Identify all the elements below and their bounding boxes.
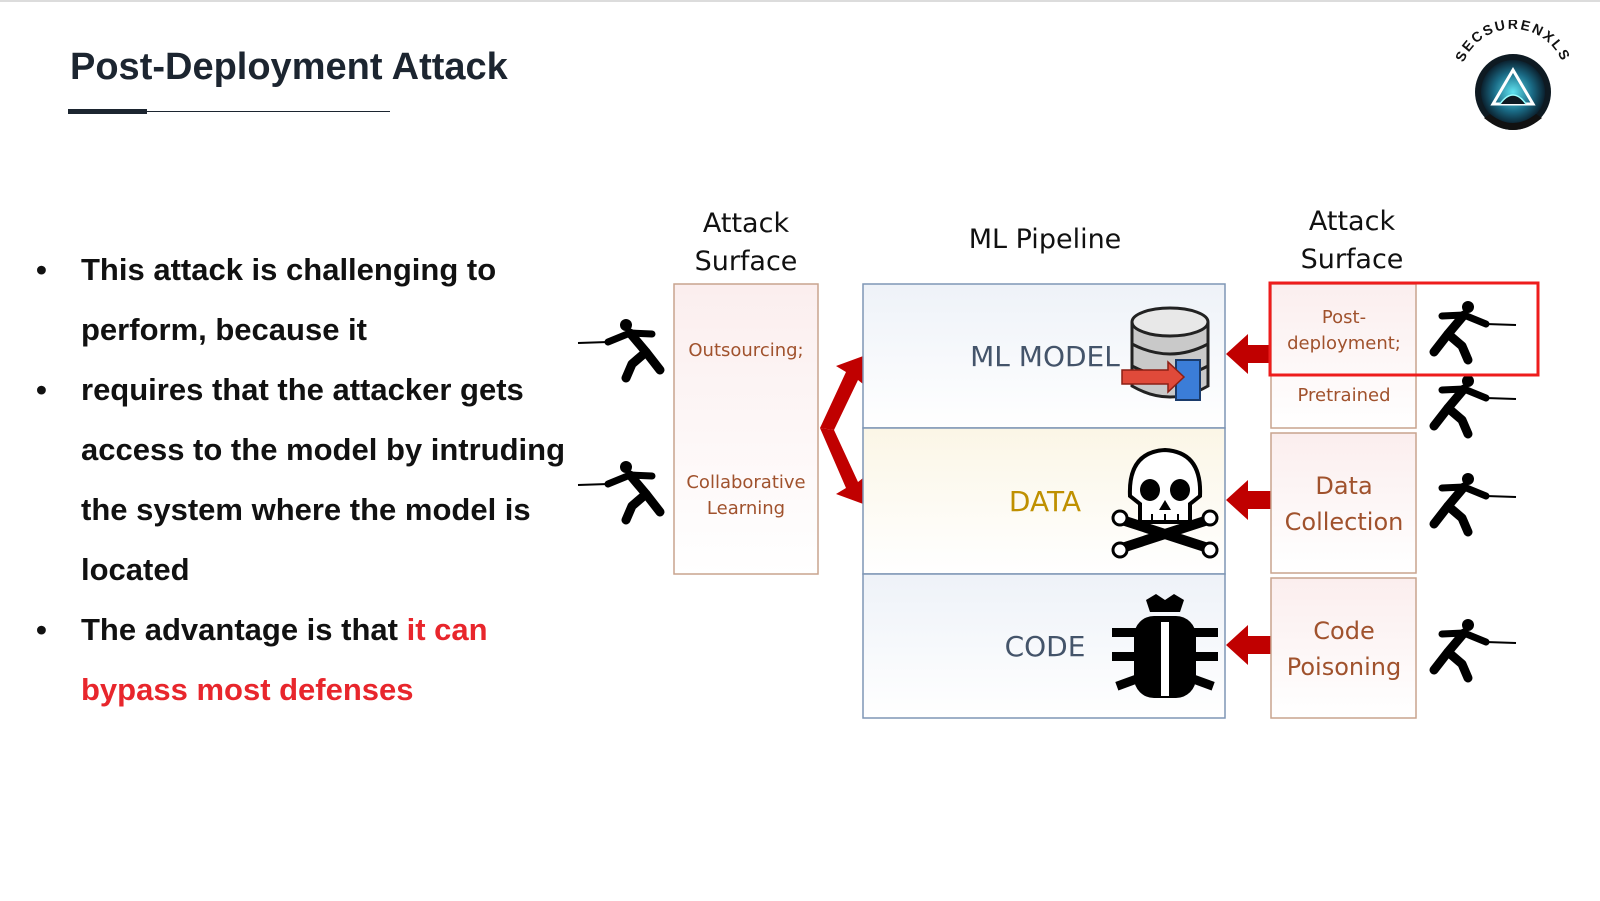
left-surface-title-line2: Surface [695, 246, 798, 277]
right-surface-title-line1: Attack [1309, 206, 1396, 237]
right-surface-box-model [1270, 283, 1417, 429]
left-surface-item-outsourcing: Outsourcing; [688, 340, 803, 361]
right-surface-box-code [1270, 577, 1417, 719]
attack-arrow-icon [1226, 480, 1272, 520]
left-surface-item-collaborative-line1: Collaborative [686, 472, 805, 493]
left-surface-item-collaborative-line2: Learning [707, 498, 785, 519]
attack-arrow-icon [1226, 625, 1272, 665]
database-icon [1121, 306, 1210, 401]
pipeline-title: ML Pipeline [969, 224, 1122, 255]
fencer-attacker-icon [578, 319, 660, 378]
right-surface-item-code-poisoning-line1: Code [1313, 617, 1374, 645]
fencer-attacker-icon [1434, 473, 1516, 532]
fencer-attacker-icon [578, 461, 660, 520]
bullet-text: requires that the attacker gets access t… [81, 372, 566, 587]
company-logo: SECSURENXLS [1452, 20, 1572, 130]
bug-icon [1112, 594, 1218, 698]
pipeline-label-code: CODE [1005, 630, 1086, 663]
bullet-text: The advantage is that [81, 612, 407, 647]
right-surface-item-data-collection-line1: Data [1315, 472, 1372, 500]
fencer-attacker-icon [1434, 619, 1516, 678]
attack-arrow-icon [1226, 334, 1272, 374]
bullet-item: • requires that the attacker gets access… [36, 360, 596, 600]
right-surface-box-data [1270, 432, 1417, 574]
bullet-marker: • [36, 252, 47, 287]
bullet-item: • The advantage is that it can bypass mo… [36, 600, 596, 720]
right-surface-title-line2: Surface [1301, 244, 1404, 275]
slide-title: Post-Deployment Attack [70, 46, 508, 88]
pipeline-label-ml-model: ML MODEL [970, 340, 1120, 373]
right-surface-item-code-poisoning-line2: Poisoning [1287, 653, 1401, 681]
post-deployment-highlight-box [1268, 281, 1540, 377]
bullet-text: This attack is challenging to perform, b… [81, 252, 497, 347]
right-surface-item-post-deployment-line2: deployment; [1287, 333, 1401, 354]
double-arrow-icon [820, 355, 868, 505]
bullet-marker: • [36, 372, 47, 407]
right-surface-item-pretrained: Pretrained [1297, 385, 1390, 406]
title-underline [68, 111, 390, 112]
right-surface-item-data-collection-line2: Collection [1285, 508, 1404, 536]
hooded-hacker-shield-icon [1481, 60, 1545, 124]
fencer-attacker-icon [1434, 375, 1516, 434]
right-surface-item-post-deployment-line1: Post- [1322, 307, 1366, 328]
bullet-marker: • [36, 612, 47, 647]
bullet-highlight: it can bypass most defenses [81, 612, 488, 707]
left-surface-title-line1: Attack [703, 208, 790, 239]
bullet-item: • This attack is challenging to perform,… [36, 240, 596, 360]
pipeline-label-data: DATA [1009, 485, 1081, 518]
skull-crossbones-icon [1111, 447, 1219, 559]
left-surface-box [673, 283, 819, 575]
fencer-attacker-icon [1434, 301, 1516, 360]
bullet-list: • This attack is challenging to perform,… [36, 240, 596, 720]
top-divider [0, 0, 1600, 2]
